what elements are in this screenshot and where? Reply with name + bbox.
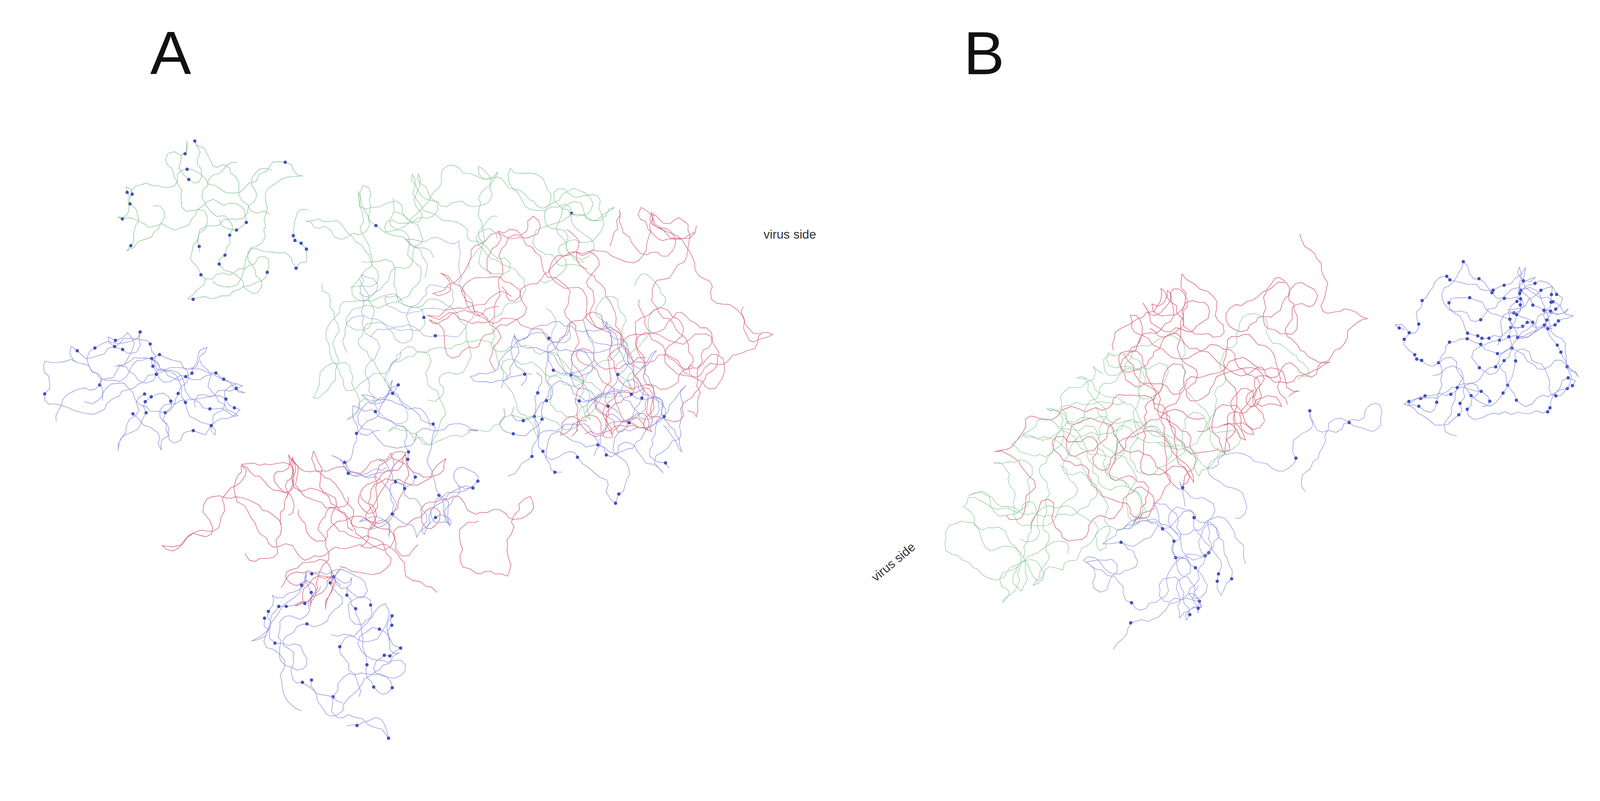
residue-dot <box>191 270 269 301</box>
residue-dot <box>346 392 435 476</box>
backbone-trace <box>389 165 511 275</box>
backbone-trace <box>1112 288 1264 435</box>
backbone-trace <box>1060 335 1241 477</box>
backbone-trace <box>233 457 437 593</box>
panel-letter: A <box>150 22 192 84</box>
residue-dot <box>75 342 212 411</box>
backbone-trace <box>342 284 454 353</box>
backbone-trace <box>282 568 372 704</box>
backbone-trace <box>1168 507 1246 599</box>
residue-dot <box>422 316 426 320</box>
backbone-trace <box>187 168 272 300</box>
backbone-trace <box>332 455 473 538</box>
backbone-trace <box>1149 277 1330 384</box>
residue-dot <box>1294 409 1351 460</box>
backbone-trace <box>352 405 416 537</box>
orientation-note: virus side <box>867 539 920 587</box>
backbone-trace <box>1407 280 1564 413</box>
backbone-trace <box>285 454 447 547</box>
residue-dot <box>185 160 287 171</box>
backbone-trace <box>1113 519 1203 650</box>
backbone-trace <box>43 359 189 415</box>
backbone-trace <box>345 380 450 528</box>
backbone-trace <box>576 312 713 433</box>
residue-dot <box>263 584 307 646</box>
backbone-trace <box>251 573 321 671</box>
residue-dot <box>1417 281 1559 408</box>
backbone-trace <box>944 416 1172 604</box>
backbone-trace <box>130 161 303 288</box>
residue-dot <box>343 460 475 520</box>
residue-dot <box>217 233 308 271</box>
backbone-trace <box>165 140 270 252</box>
residue-dot <box>1407 376 1574 417</box>
backbone-trace <box>548 209 694 390</box>
backbone-trace <box>56 332 160 422</box>
residue-dot <box>1119 527 1200 611</box>
backbone-trace <box>325 295 508 402</box>
backbone-trace <box>357 384 478 448</box>
backbone-trace <box>376 459 479 535</box>
backbone-trace <box>427 216 541 324</box>
backbone-trace <box>560 307 773 438</box>
panel-letter: B <box>963 22 1005 84</box>
backbone-trace <box>1441 261 1579 377</box>
residue-dot <box>1192 516 1234 584</box>
backbone-trace <box>1404 363 1576 426</box>
residue-dot <box>183 139 201 249</box>
backbone-trace <box>273 451 409 524</box>
backbone-trace <box>359 274 408 424</box>
backbone-trace <box>310 616 406 717</box>
residue-dot <box>309 572 314 595</box>
backbone-trace <box>393 496 534 576</box>
backbone-trace <box>370 237 475 338</box>
residue-dot <box>433 334 437 338</box>
backbone-trace <box>69 338 239 417</box>
residue-dot <box>331 575 395 741</box>
residue-dot <box>396 383 400 387</box>
backbone-trace <box>429 276 604 372</box>
backbone-trace <box>533 372 663 504</box>
backbone-trace <box>1404 330 1572 436</box>
backbone-trace <box>117 187 247 252</box>
residue-dot <box>511 417 600 475</box>
backbone-trace <box>994 388 1282 520</box>
backbone-trace <box>305 185 421 331</box>
residue-dot <box>640 396 644 400</box>
residue-dot <box>150 353 226 382</box>
backbone-trace <box>1102 503 1220 614</box>
backbone-trace <box>1020 409 1144 551</box>
backbone-trace <box>968 420 1179 526</box>
backbone-trace <box>1120 273 1262 408</box>
backbone-trace <box>117 347 245 393</box>
backbone-trace <box>352 173 439 302</box>
backbone-trace <box>1207 403 1383 519</box>
orientation-note: virus side <box>761 227 818 242</box>
residue-dot <box>374 224 378 228</box>
backbone-trace <box>1031 354 1194 541</box>
residue-dot <box>131 372 236 428</box>
backbone-trace <box>500 379 666 473</box>
backbone-trace <box>278 569 390 712</box>
backbone-trace <box>637 207 761 374</box>
backbone-trace <box>1395 267 1574 376</box>
backbone-trace <box>487 229 654 436</box>
residue-dot <box>1128 599 1201 625</box>
residue-dot <box>1397 274 1560 370</box>
residue-dot <box>43 392 180 415</box>
backbone-trace <box>201 162 308 294</box>
residue-dot <box>530 415 668 465</box>
backbone-trace <box>585 320 660 456</box>
backbone-trace <box>118 383 244 451</box>
backbone-trace <box>566 229 725 435</box>
backbone-trace <box>501 334 683 452</box>
residue-dot <box>523 336 551 376</box>
residue-dot <box>627 421 631 425</box>
backbone-trace <box>114 365 241 451</box>
